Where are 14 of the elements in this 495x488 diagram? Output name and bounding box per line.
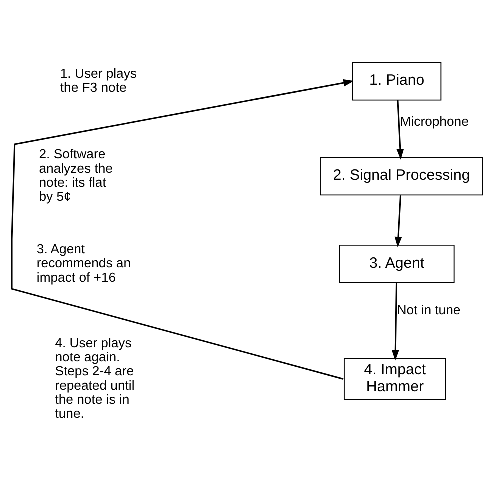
node-box: 3. Agent [339,244,455,284]
arrow [392,283,400,361]
edge-label: Not in tune [397,302,461,318]
node-box: 4. Impact Hammer [344,358,446,400]
node-box: 1. Piano [352,62,442,101]
arrow [396,100,404,160]
node-box: 2. Signal Processing [320,157,484,196]
label: 4. User plays note again. Steps 2-4 are repeated until the note is in tune. [55,335,135,421]
edge-label: Microphone [400,114,469,129]
arrow [394,196,402,248]
label: 3. Agent recommends an impact of +16 [36,242,132,285]
arrow [11,79,354,380]
label: 1. User plays the F3 note [60,66,137,96]
label: 2. Software analyzes the note: its flat by 5¢ [39,146,113,204]
